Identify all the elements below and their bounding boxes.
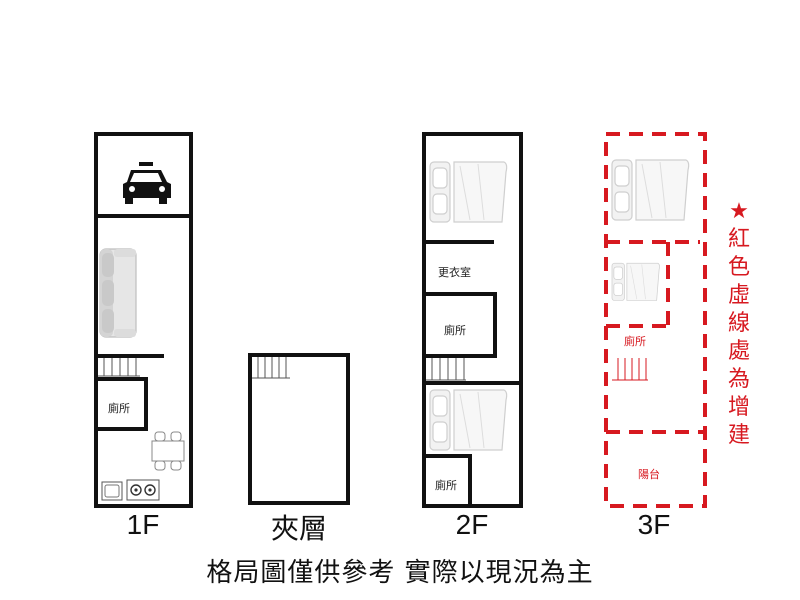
floor-2f bbox=[422, 132, 523, 508]
floor-label-2f: 2F bbox=[455, 509, 489, 540]
stairs-icon bbox=[612, 358, 648, 381]
floor-1f bbox=[94, 132, 193, 508]
sofa-icon bbox=[99, 248, 137, 338]
room-label-2f-toilet-upper: 廁所 bbox=[444, 324, 466, 337]
disclaimer-caption: 格局圖僅供參考 實際以現況為主 bbox=[206, 558, 594, 588]
floor-3f bbox=[604, 132, 707, 508]
floor-label-mezzanine: 夾層 bbox=[270, 513, 327, 544]
stairs-icon bbox=[98, 358, 140, 377]
star-icon: ★ bbox=[729, 199, 749, 224]
legend: ★ 紅色虛線處為增建 bbox=[726, 198, 752, 450]
room-label-3f-balcony: 陽台 bbox=[638, 468, 660, 481]
floor-label-3f: 3F bbox=[637, 509, 671, 540]
room-label-2f-toilet-lower: 廁所 bbox=[435, 479, 457, 492]
room-label-2f-dressing-room: 更衣室 bbox=[438, 266, 471, 279]
floor-label-1f: 1F bbox=[126, 509, 160, 540]
bed-icon bbox=[429, 159, 509, 225]
bed-icon bbox=[611, 157, 691, 223]
stove-icon bbox=[126, 479, 160, 501]
dining-table-icon bbox=[151, 431, 185, 471]
car-icon bbox=[123, 162, 171, 204]
floor-mezzanine bbox=[248, 353, 350, 505]
bed-icon bbox=[611, 261, 661, 303]
stairs-icon bbox=[426, 358, 466, 381]
stairs-icon bbox=[252, 357, 290, 379]
bed-icon bbox=[429, 387, 509, 453]
room-label-3f-toilet: 廁所 bbox=[624, 335, 646, 348]
legend-text: 紅色虛線處為增建 bbox=[727, 227, 750, 448]
toilet-icon bbox=[101, 481, 123, 501]
room-label-1f-toilet: 廁所 bbox=[108, 402, 130, 415]
